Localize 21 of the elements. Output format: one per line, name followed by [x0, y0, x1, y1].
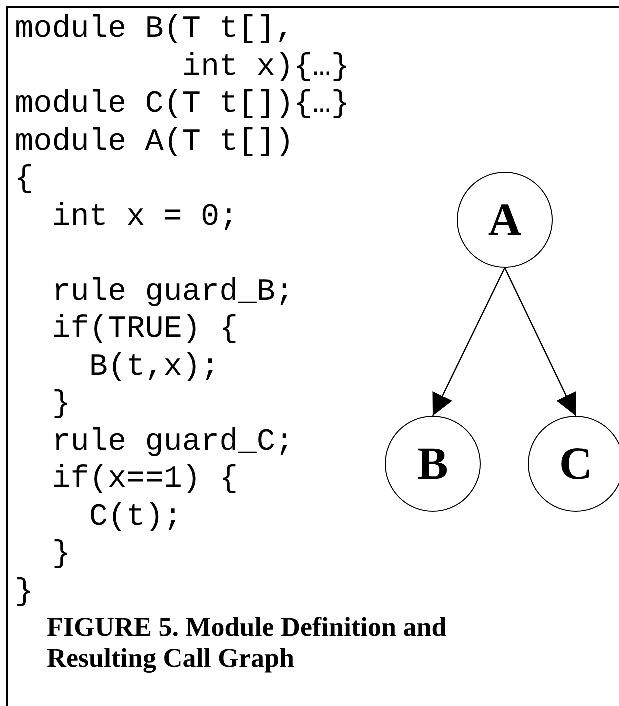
code-line: B(t,x); [89, 350, 220, 386]
code-line: C(t); [89, 500, 182, 536]
code-line: module C(T t[]){…} [15, 87, 350, 123]
arrow [504, 268, 577, 416]
code-line: module A(T t[]) [15, 124, 294, 160]
code-line: } [52, 537, 71, 573]
code-line: module B(T t[], [15, 12, 294, 48]
arrow [432, 268, 506, 416]
code-line: rule guard_B; [52, 274, 294, 310]
code-line: } [15, 574, 34, 610]
code-line: int x = 0; [52, 200, 238, 236]
code-line: rule guard_C; [52, 424, 294, 460]
code-line: int x){…} [182, 50, 350, 86]
node-label: C [559, 441, 593, 487]
figure-caption: FIGURE 5. Module Definition and Resulting Call Graph [47, 612, 448, 674]
code-line: if(TRUE) { [52, 312, 238, 348]
node-label: B [418, 441, 448, 487]
node-label: A [488, 197, 522, 243]
code-line: } [52, 387, 71, 423]
code-line: { [15, 162, 34, 198]
code-line: if(x==1) { [52, 462, 238, 498]
